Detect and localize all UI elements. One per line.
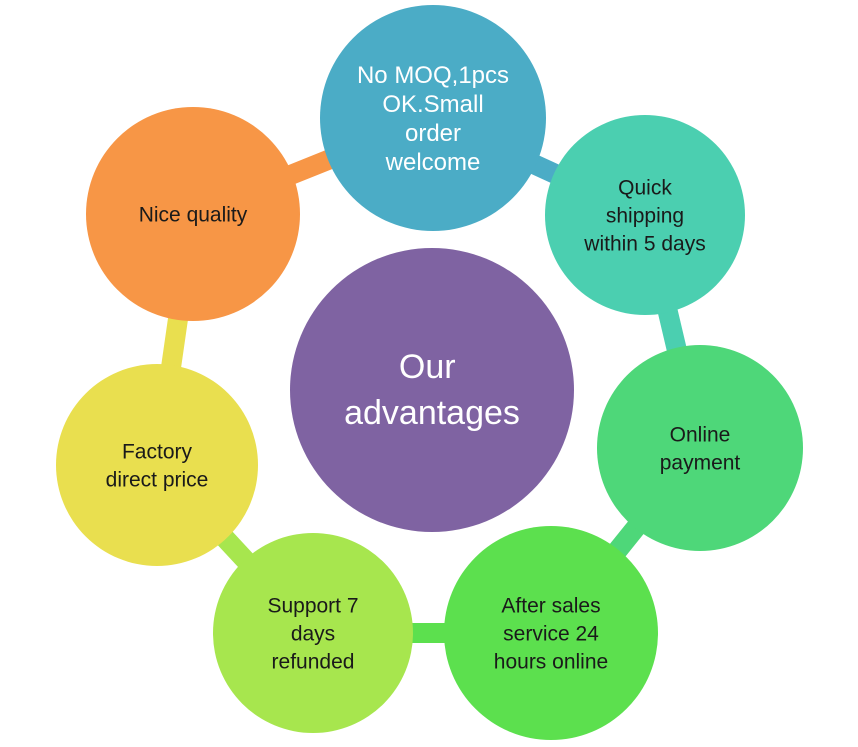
advantage-node-3: Online payment	[597, 345, 803, 551]
advantage-label-line: OK.Small	[382, 91, 483, 118]
center-label: Our advantages	[344, 348, 520, 432]
advantage-label-line: welcome	[385, 149, 481, 176]
connector-6	[160, 312, 189, 373]
advantage-node-5: Support 7 days refunded	[213, 533, 413, 733]
advantage-label-line: Support 7	[267, 594, 358, 617]
center-label-line: Our	[399, 348, 456, 386]
advantage-circle	[545, 115, 745, 315]
connector-2	[656, 304, 688, 356]
advantage-circle	[213, 533, 413, 733]
advantage-label-line: shipping	[606, 204, 684, 227]
connector-3	[606, 517, 647, 561]
advantage-label-line: Nice quality	[139, 203, 248, 226]
advantage-label: Quick shipping within 5 days	[583, 176, 705, 255]
advantage-label: Factory direct price	[106, 440, 209, 491]
advantage-label: Online payment	[660, 423, 741, 474]
connector-5	[214, 527, 257, 571]
advantage-label-line: Quick	[618, 176, 672, 199]
advantage-circle	[56, 364, 258, 566]
advantage-node-6: Factory direct price	[56, 364, 258, 566]
advantage-circle	[444, 526, 658, 740]
advantage-node-2: Quick shipping within 5 days	[545, 115, 745, 315]
advantage-circle	[86, 107, 300, 321]
advantage-label: Support 7 days refunded	[267, 594, 358, 673]
advantage-label: Nice quality	[139, 203, 248, 226]
center-label-line: advantages	[344, 394, 520, 432]
advantage-label-line: No MOQ,1pcs	[357, 62, 509, 89]
connectors	[160, 148, 688, 643]
advantage-label-line: refunded	[272, 650, 355, 673]
advantage-node-4: After sales service 24 hours online	[444, 526, 658, 740]
advantage-node-7: Nice quality	[86, 107, 300, 321]
advantage-label-line: Factory	[122, 440, 193, 463]
advantage-label-line: direct price	[106, 468, 209, 491]
advantage-label-line: within 5 days	[583, 232, 705, 255]
center-hub: Our advantages	[290, 248, 574, 532]
advantage-label-line: hours online	[494, 650, 608, 673]
advantage-label-line: days	[291, 622, 335, 645]
advantage-label-line: service 24	[503, 622, 599, 645]
advantage-label: After sales service 24 hours online	[494, 594, 608, 673]
advantage-label-line: payment	[660, 451, 741, 474]
center-circle	[290, 248, 574, 532]
connector-7	[283, 148, 338, 186]
advantage-label-line: Online	[670, 423, 731, 446]
advantage-label-line: After sales	[501, 594, 600, 617]
advantage-circle	[320, 5, 546, 231]
advantage-circle	[597, 345, 803, 551]
advantage-label-line: order	[405, 120, 461, 147]
